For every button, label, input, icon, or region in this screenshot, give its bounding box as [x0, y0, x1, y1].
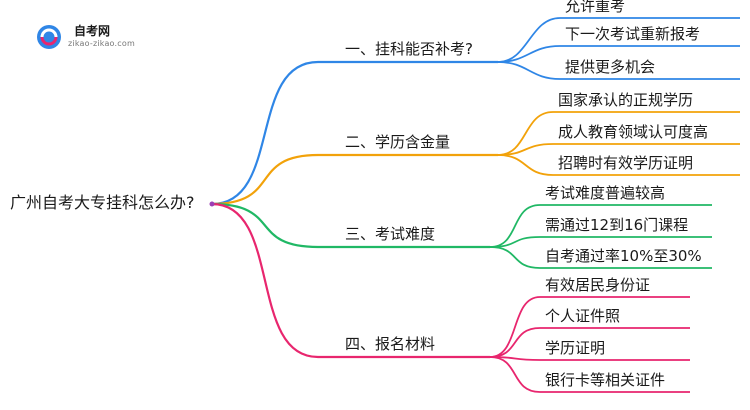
leaf-label: 自考通过率10%至30%: [545, 247, 702, 265]
leaf-label: 个人证件照: [545, 307, 621, 325]
leaf-connector: [497, 143, 740, 156]
leaf-connector: [489, 204, 712, 248]
leaf-connector: [497, 61, 740, 80]
leaf-connector: [489, 246, 712, 269]
leaf-connector: [497, 111, 740, 156]
leaf-label: 成人教育领域认可度高: [558, 123, 709, 141]
leaf-label: 考试难度普遍较高: [545, 184, 666, 202]
leaf-connector: [489, 356, 690, 393]
branch-connector: [211, 202, 490, 359]
leaf-connector: [497, 17, 740, 63]
leaf-connector: [497, 45, 740, 63]
leaf-label: 需通过12到16门课程: [545, 216, 689, 234]
branch-connector: [211, 153, 498, 206]
branch-label: 三、考试难度: [345, 225, 436, 243]
leaf-label: 提供更多机会: [565, 58, 656, 76]
leaf-connector: [489, 236, 712, 248]
branch-label: 一、挂科能否补考?: [345, 40, 473, 58]
leaf-label: 下一次考试重新报考: [565, 25, 701, 43]
leaf-label: 银行卡等相关证件: [545, 371, 666, 389]
logo-icon: [37, 25, 61, 49]
root-node-dot: [209, 201, 215, 207]
root-topic: 广州自考大专挂科怎么办?: [10, 193, 195, 212]
site-logo[interactable]: 自考网 zikao-zikao.com: [36, 22, 146, 52]
branch-label: 二、学历含金量: [345, 133, 451, 151]
leaf-connector: [497, 154, 740, 176]
logo-title: 自考网: [74, 24, 111, 38]
logo-subtitle: zikao-zikao.com: [68, 39, 135, 48]
leaf-label: 有效居民身份证: [545, 276, 651, 294]
leaf-label: 国家承认的正规学历: [558, 91, 694, 109]
branch-connector: [211, 202, 490, 249]
branch-label: 四、报名材料: [345, 335, 436, 353]
leaf-connector: [489, 356, 690, 361]
leaf-connector: [489, 327, 690, 358]
leaf-label: 允许重考: [565, 0, 626, 15]
leaf-label: 招聘时有效学历证明: [558, 154, 694, 172]
leaf-label: 学历证明: [545, 339, 606, 357]
branch-connector: [211, 60, 498, 206]
leaf-connector: [489, 296, 690, 358]
